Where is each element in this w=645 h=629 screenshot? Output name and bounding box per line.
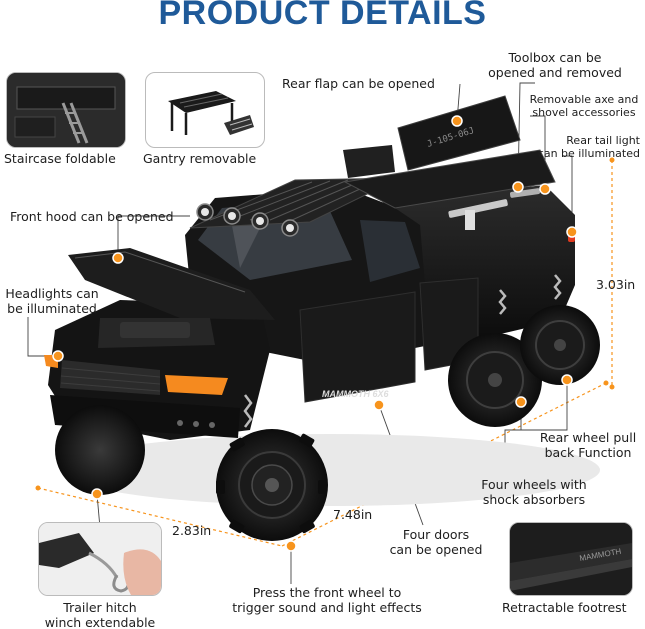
- inset-staircase: [6, 72, 126, 148]
- label-front-wheel: Press the front wheel to trigger sound a…: [232, 585, 422, 615]
- label-tail-light: Rear tail light can be illuminated: [537, 134, 640, 160]
- label-pull-back: Rear wheel pull back Function: [539, 430, 637, 460]
- wheels: [55, 305, 600, 541]
- label-shock-absorbers: Four wheels with shock absorbers: [481, 477, 587, 507]
- dimension-end-dots: [35, 157, 615, 491]
- truck-model: MAMMOTH 6X6 J-105-06J: [44, 95, 600, 541]
- label-rear-flap: Rear flap can be opened: [282, 76, 435, 91]
- wheel-front-right: [216, 429, 328, 541]
- label-front-hood: Front hood can be opened: [10, 209, 174, 224]
- label-four-doors: Four doors can be opened: [389, 527, 483, 557]
- label-staircase: Staircase foldable: [4, 151, 116, 166]
- label-headlights: Headlights can be illuminated: [5, 286, 99, 316]
- side-badge: MAMMOTH 6X6: [322, 389, 389, 399]
- label-toolbox: Toolbox can be opened and removed: [488, 50, 622, 80]
- inset-footrest: MAMMOTH: [509, 522, 633, 596]
- label-height: 3.03in: [596, 277, 636, 292]
- label-gantry: Gantry removable: [143, 151, 257, 166]
- label-footrest: Retractable footrest: [502, 600, 627, 615]
- wheel-rear-2: [520, 305, 600, 385]
- label-length: 7.48in: [333, 507, 373, 522]
- label-axe-shovel: Removable axe and shovel accessories: [529, 93, 639, 119]
- label-trailer-hitch: Trailer hitch winch extendable: [44, 600, 156, 629]
- inset-gantry: [145, 72, 265, 148]
- feature-dots: [52, 115, 578, 552]
- inset-trailer-hitch: [38, 522, 162, 596]
- wheel-front-left: [55, 405, 145, 495]
- label-width: 2.83in: [172, 523, 212, 538]
- page-title: PRODUCT DETAILS: [158, 0, 487, 32]
